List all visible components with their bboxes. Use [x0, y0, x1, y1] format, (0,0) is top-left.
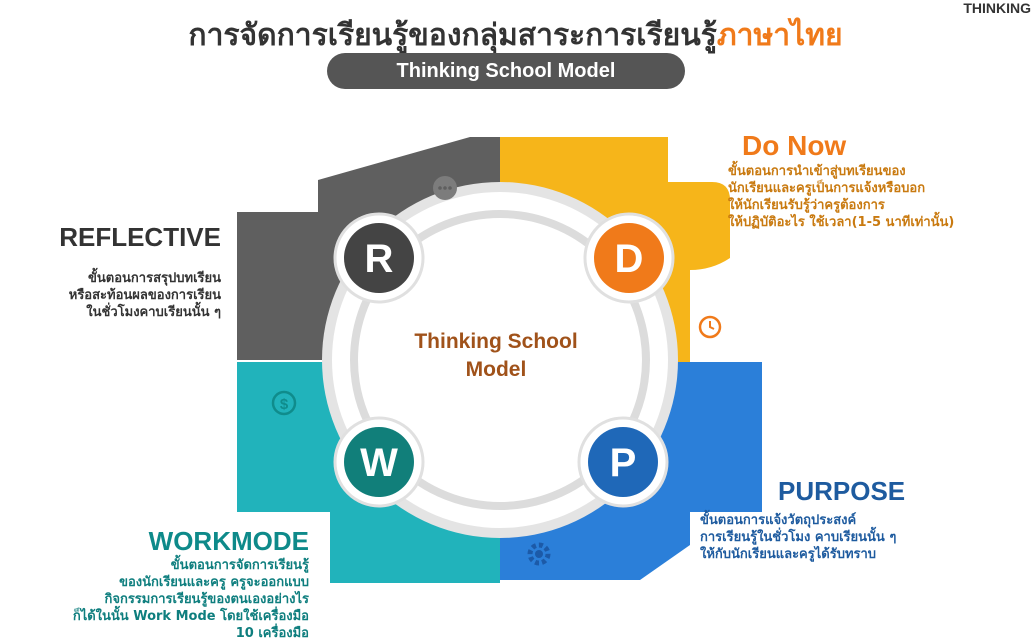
title-accent: ภาษาไทย	[716, 18, 843, 53]
chat-icon	[433, 176, 457, 200]
circle-d: D	[583, 212, 675, 304]
circle-d-letter: D	[615, 237, 644, 281]
workmode-title: WORKMODE	[148, 526, 309, 556]
center-label: Thinking School Model	[366, 328, 626, 384]
title-main: การจัดการเรียนรู้ของกลุ่มสาระการเรียนรู้	[188, 18, 717, 53]
circle-p: P	[577, 416, 669, 508]
workmode-line: กิจกรรมการเรียนรู้ของตนเองอย่างไร	[104, 592, 309, 607]
reflective-line: ขั้นตอนการสรุปบทเรียน	[88, 271, 221, 286]
reflective-desc: ขั้นตอนการสรุปบทเรียน หรือสะท้อนผลของการ…	[0, 270, 221, 321]
purpose-line: ให้กับนักเรียนและครูได้รับทราบ	[700, 547, 877, 562]
purpose-title: PURPOSE	[778, 476, 906, 506]
dollar-icon: $	[271, 390, 297, 416]
reflective-title: REFLECTIVE	[59, 222, 221, 252]
gear-icon	[527, 542, 551, 566]
circle-w: W	[333, 416, 425, 508]
do-now-title: Do Now	[742, 130, 847, 161]
circle-r: R	[333, 212, 425, 304]
reflective-subtitle: THINKING	[963, 0, 1031, 16]
workmode-line: ขั้นตอนการจัดการเรียนรู้	[170, 558, 309, 573]
do-now-line: นักเรียนและครูเป็นการแจ้งหรือบอก	[728, 181, 926, 196]
do-now-line: ขั้นตอนการนำเข้าสู่บทเรียนของ	[728, 164, 906, 179]
do-now-line: ให้ปฏิบัติอะไร ใช้เวลา(1-5 นาทีเท่านั้น)	[728, 215, 955, 230]
circle-w-letter: W	[360, 441, 398, 485]
workmode-desc: ขั้นตอนการจัดการเรียนรู้ ของนักเรียนและค…	[0, 557, 309, 642]
purpose-desc: ขั้นตอนการแจ้งวัตถุประสงค์ การเรียนรู้ใน…	[700, 512, 1000, 563]
center-line2: Model	[465, 358, 527, 381]
inner-disk	[365, 225, 635, 495]
purpose-line: ขั้นตอนการแจ้งวัตถุประสงค์	[700, 513, 857, 528]
do-now-desc: ขั้นตอนการนำเข้าสู่บทเรียนของ นักเรียนแล…	[728, 163, 1028, 231]
reflective-line: ในชั่วโมงคาบเรียนนั้น ๆ	[86, 305, 221, 320]
subtitle-pill: Thinking School Model	[327, 53, 685, 89]
reflective-line: หรือสะท้อนผลของการเรียน	[68, 288, 221, 303]
workmode-line: ก็ได้ในนั้น Work Mode โดยใช้เครื่องมือ	[72, 609, 309, 624]
workmode-line: ของนักเรียนและครู ครูจะออกแบบ	[119, 575, 309, 590]
page-title: การจัดการเรียนรู้ของกลุ่มสาระการเรียนรู้…	[0, 12, 1031, 59]
workmode-line: 10 เครื่องมือ	[235, 626, 309, 641]
svg-text:$: $	[280, 396, 289, 413]
circle-p-letter: P	[610, 441, 637, 485]
clock-icon	[698, 315, 722, 339]
inner-ring-border	[350, 210, 650, 510]
circle-r-letter: R	[365, 237, 394, 281]
do-now-line: ให้นักเรียนรับรู้ว่าครูต้องการ	[728, 198, 885, 213]
purpose-line: การเรียนรู้ในชั่วโมง คาบเรียนนั้น ๆ	[700, 530, 897, 545]
center-line1: Thinking School	[414, 330, 578, 353]
